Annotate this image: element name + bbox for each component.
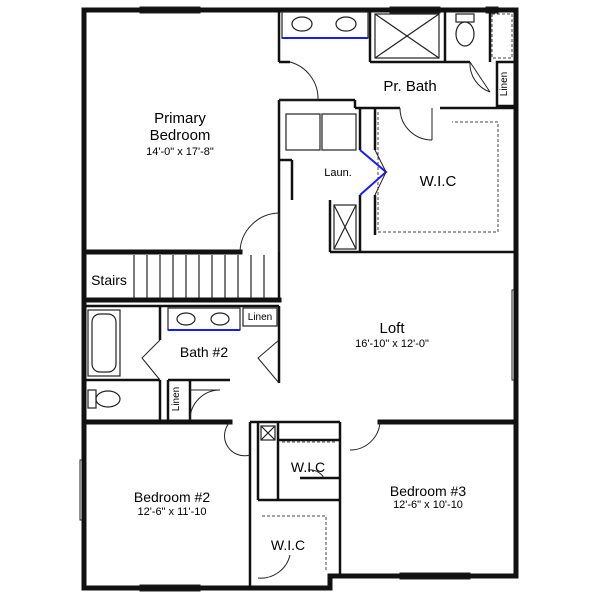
fixtures xyxy=(87,11,513,572)
washer-icon xyxy=(285,113,321,151)
cabinet-icon xyxy=(333,204,357,250)
door-icon xyxy=(239,212,280,253)
door-icon xyxy=(189,389,221,421)
sink-icon xyxy=(176,312,196,326)
shower-icon xyxy=(374,13,440,59)
door-icon xyxy=(257,339,280,384)
door-icon xyxy=(257,554,291,579)
bedroom2-label: Bedroom #2 xyxy=(134,489,210,505)
bath2-label: Bath #2 xyxy=(180,344,228,360)
door-icon xyxy=(141,339,161,381)
door-icon xyxy=(469,61,491,93)
linen-top-label: Linen xyxy=(499,72,510,96)
bedroom3-dims: 12'-6" x 10'-10 xyxy=(393,499,463,511)
sink-icon xyxy=(291,16,313,32)
sink-icon xyxy=(210,312,230,326)
laundry-label: Laun. xyxy=(324,167,352,179)
doors xyxy=(141,61,491,579)
interior-walls xyxy=(81,10,519,588)
exterior-walls xyxy=(81,7,519,591)
door-icon xyxy=(289,61,319,101)
wic-primary-label: W.I.C xyxy=(420,173,457,190)
sink-icon xyxy=(335,16,357,32)
bathtub-icon xyxy=(87,309,121,377)
loft-dims: 16'-10" x 12'-0" xyxy=(355,338,429,350)
wic-bed2-label: W.I.C xyxy=(271,537,305,553)
door-icon xyxy=(399,107,433,141)
primary-bedroom-dims: 14'-0" x 17'-8" xyxy=(146,146,214,158)
pr-bath-label: Pr. Bath xyxy=(383,78,436,95)
stairs-treads xyxy=(133,255,265,298)
bedroom3-label: Bedroom #3 xyxy=(390,483,466,499)
loft-label: Loft xyxy=(379,320,405,337)
stairs-label: Stairs xyxy=(91,272,127,288)
mechanical-icon xyxy=(260,425,276,441)
door-icon xyxy=(349,421,381,451)
toilet-icon xyxy=(455,13,475,23)
door-icon xyxy=(307,469,325,479)
wic-bed3-label: W.I.C xyxy=(291,459,325,475)
door-icon xyxy=(224,421,251,457)
primary-bedroom-label-2: Bedroom xyxy=(150,127,211,144)
room-labels: Primary Bedroom 14'-0" x 17'-8" Pr. Bath… xyxy=(91,72,510,553)
toilet-icon xyxy=(87,389,97,409)
linen-side-label: Linen xyxy=(171,387,182,411)
linen-bath2-label: Linen xyxy=(248,312,272,323)
primary-bedroom-label: Primary xyxy=(154,110,206,127)
dryer-icon xyxy=(321,113,357,151)
bedroom2-dims: 12'-6" x 11'-10 xyxy=(137,506,206,518)
